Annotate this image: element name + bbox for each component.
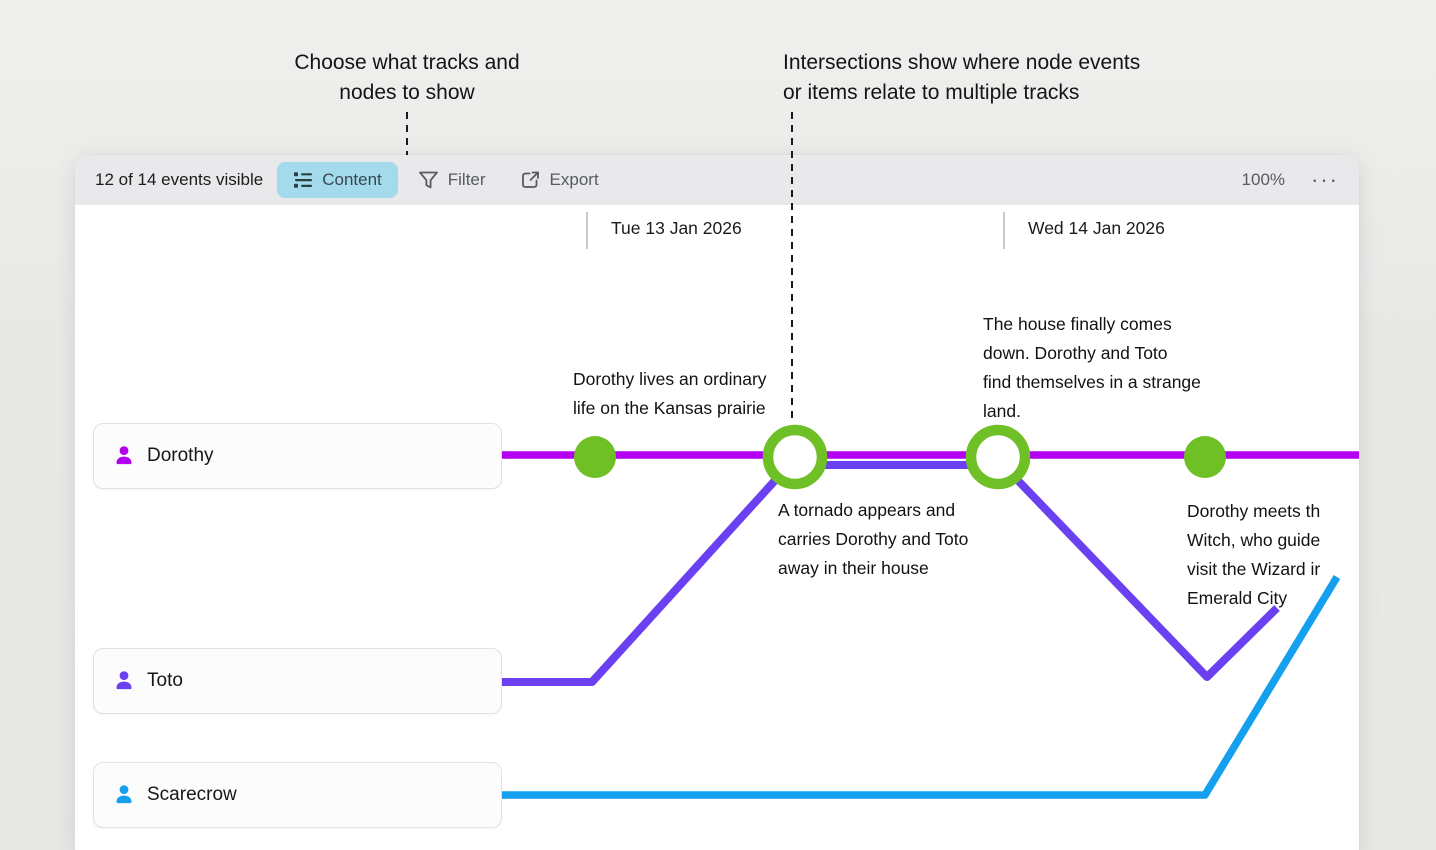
event-text-line: carries Dorothy and Toto: [778, 529, 969, 549]
dashed-connector-intersection: [791, 112, 793, 422]
callout-content-hint: Choose what tracks and nodes to show: [237, 48, 577, 108]
event-text-line: down. Dorothy and Toto: [983, 343, 1168, 363]
person-icon: [116, 446, 132, 465]
export-icon: [520, 170, 541, 190]
event-text-line: The house finally comes: [983, 314, 1172, 334]
filter-button[interactable]: Filter: [406, 162, 498, 198]
export-button[interactable]: Export: [508, 162, 611, 198]
events-visible-label: 12 of 14 events visible: [95, 170, 264, 189]
callout-content-hint-line1: Choose what tracks and: [294, 51, 520, 74]
content-button-label: Content: [322, 170, 382, 189]
person-icon: [116, 785, 132, 804]
date-tick-1: [586, 212, 588, 249]
event-text-line: Witch, who guide: [1187, 530, 1321, 550]
timeline-panel: 12 of 14 events visible Content Filter: [75, 155, 1359, 850]
callout-intersection-hint-line1: Intersections show where node events: [783, 51, 1141, 74]
track-line-toto: [502, 461, 1280, 686]
event-text-line: life on the Kansas prairie: [573, 398, 766, 418]
track-card-scarecrow[interactable]: Scarecrow: [93, 762, 502, 828]
event-text-meets-witch: Dorothy meets th Witch, who guide visit …: [1187, 497, 1320, 613]
event-text-line: A tornado appears and: [778, 500, 956, 520]
filter-icon: [418, 170, 439, 190]
person-icon: [116, 671, 132, 690]
date-tick-2: [1003, 212, 1005, 249]
event-text-house-comes-down: The house finally comes down. Dorothy an…: [983, 310, 1201, 426]
track-label: Dorothy: [147, 445, 214, 466]
dashed-connector-content: [406, 112, 408, 155]
intersection-node-2[interactable]: [965, 424, 1031, 490]
content-button[interactable]: Content: [277, 162, 398, 198]
callout-intersection-hint: Intersections show where node events or …: [783, 48, 1273, 108]
track-card-dorothy[interactable]: Dorothy: [93, 423, 502, 489]
list-icon: [293, 170, 313, 190]
zoom-level[interactable]: 100%: [1241, 170, 1286, 189]
event-text-line: Emerald City: [1187, 588, 1288, 608]
track-label: Scarecrow: [147, 784, 237, 805]
timeline-canvas: Tue 13 Jan 2026 Wed 14 Jan 2026 Dorothy …: [75, 205, 1359, 850]
track-card-toto[interactable]: Toto: [93, 648, 502, 714]
export-button-label: Export: [549, 170, 599, 189]
event-text-line: away in their house: [778, 558, 929, 578]
event-text-line: find themselves in a strange: [983, 372, 1201, 392]
toolbar: 12 of 14 events visible Content Filter: [75, 155, 1359, 205]
event-text-line: land.: [983, 401, 1021, 421]
filter-button-label: Filter: [447, 170, 486, 189]
event-text-tornado: A tornado appears and carries Dorothy an…: [778, 496, 968, 583]
event-text-line: Dorothy lives an ordinary: [573, 369, 767, 389]
event-text-ordinary-life: Dorothy lives an ordinary life on the Ka…: [573, 365, 767, 423]
event-text-line: Dorothy meets th: [1187, 501, 1321, 521]
event-node-1[interactable]: [574, 436, 616, 478]
more-menu-button[interactable]: ···: [1311, 167, 1339, 192]
callout-intersection-hint-line2: or items relate to multiple tracks: [783, 81, 1080, 104]
date-header-2: Wed 14 Jan 2026: [1028, 218, 1165, 238]
callout-content-hint-line2: nodes to show: [339, 81, 475, 104]
event-text-line: visit the Wizard ir: [1187, 559, 1321, 579]
intersection-node-1[interactable]: [762, 424, 828, 490]
tracks-graph: [502, 424, 1359, 799]
track-label: Toto: [147, 670, 183, 691]
track-line-scarecrow: [502, 575, 1341, 799]
event-node-2[interactable]: [1184, 436, 1226, 478]
date-header-1: Tue 13 Jan 2026: [611, 218, 742, 238]
